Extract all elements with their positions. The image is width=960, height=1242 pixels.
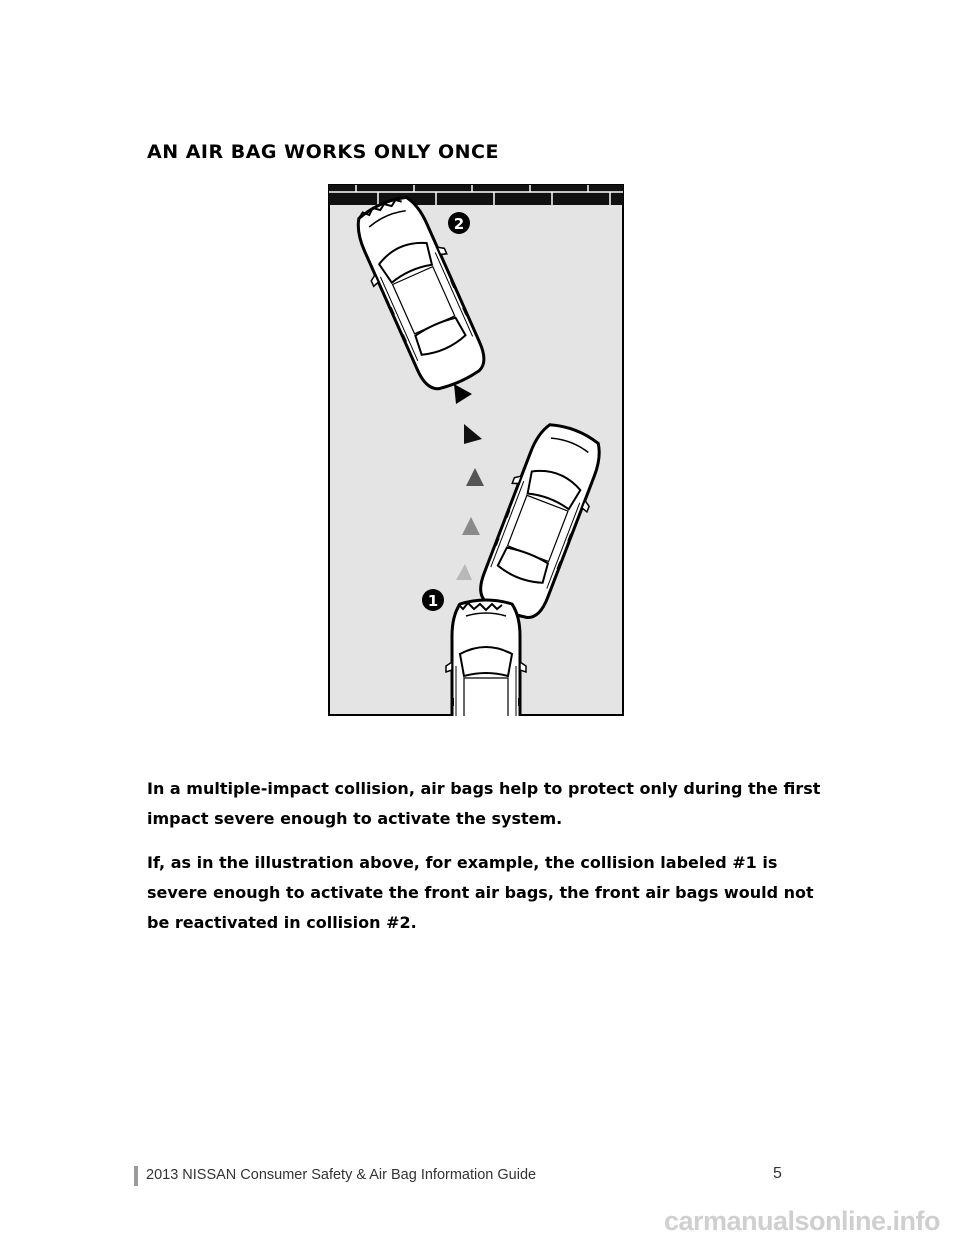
- collision-two-marker: 2: [448, 212, 470, 234]
- watermark: carmanualsonline.info: [663, 1206, 941, 1236]
- section-heading: AN AIR BAG WORKS ONLY ONCE: [147, 141, 499, 163]
- motion-arrows: [454, 384, 484, 580]
- paragraph-example: If, as in the illustration above, for ex…: [147, 853, 814, 932]
- brick-wall: [329, 185, 623, 205]
- collision-two-label: 2: [454, 215, 464, 233]
- car-collision-one: [444, 598, 528, 716]
- collision-one-marker: 1: [422, 589, 444, 611]
- footer-accent-bar: [134, 1166, 138, 1186]
- car-collision-two: [342, 186, 498, 400]
- collision-one-label: 1: [428, 592, 438, 610]
- paragraph-multiple-impact: In a multiple-impact collision, air bags…: [147, 779, 821, 828]
- footer-guide-title: 2013 NISSAN Consumer Safety & Air Bag In…: [146, 1167, 537, 1183]
- collision-illustration: 2 1: [328, 184, 624, 716]
- page-number: 5: [773, 1165, 782, 1182]
